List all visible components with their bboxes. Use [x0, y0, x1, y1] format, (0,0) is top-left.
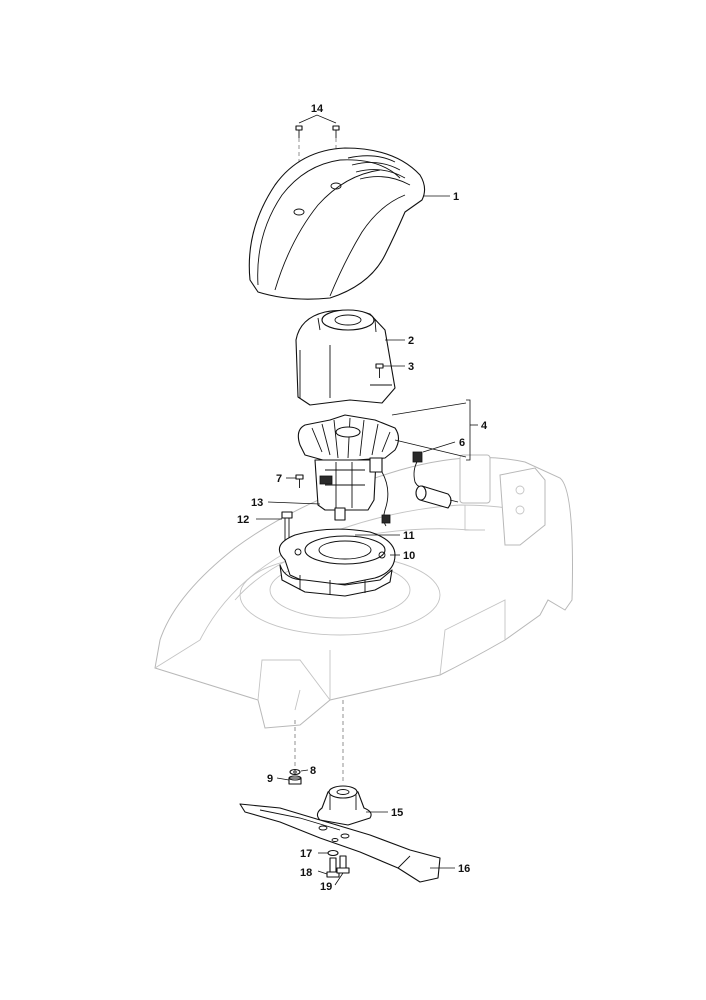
callout-3: 3	[408, 361, 414, 373]
nut-washer	[288, 768, 302, 785]
motor-screw	[295, 474, 304, 488]
callout-12: 12	[237, 514, 249, 526]
callout-15: 15	[391, 807, 403, 819]
callout-6: 6	[459, 437, 465, 449]
motor-flange	[278, 528, 396, 597]
callout-14: 14	[311, 103, 324, 115]
callout-19: 19	[320, 881, 332, 893]
callout-1: 1	[453, 191, 459, 203]
callout-17: 17	[300, 848, 312, 860]
callout-16: 16	[458, 863, 470, 875]
blade-bolts	[326, 849, 350, 878]
callout-2: 2	[408, 335, 414, 347]
top-cover	[248, 147, 426, 300]
screw-pair	[295, 125, 340, 138]
callout-10: 10	[403, 550, 415, 562]
blade-adaptor	[316, 785, 372, 826]
callout-8: 8	[310, 765, 316, 777]
callout-18: 18	[300, 867, 312, 879]
motor-housing	[295, 309, 396, 406]
callout-11: 11	[403, 530, 415, 542]
motor-assembly	[297, 414, 400, 527]
callout-7: 7	[276, 473, 282, 485]
housing-screw	[375, 363, 384, 378]
callout-4: 4	[481, 420, 488, 432]
capacitor	[412, 451, 459, 509]
callout-13: 13	[251, 497, 263, 509]
callout-labels: 14 1 2 3 4 6 7 13 12 11 10 8 9 15 17 16 …	[237, 103, 488, 893]
callout-9: 9	[267, 773, 273, 785]
leader-lines	[256, 114, 478, 886]
cutting-blade	[239, 803, 441, 883]
